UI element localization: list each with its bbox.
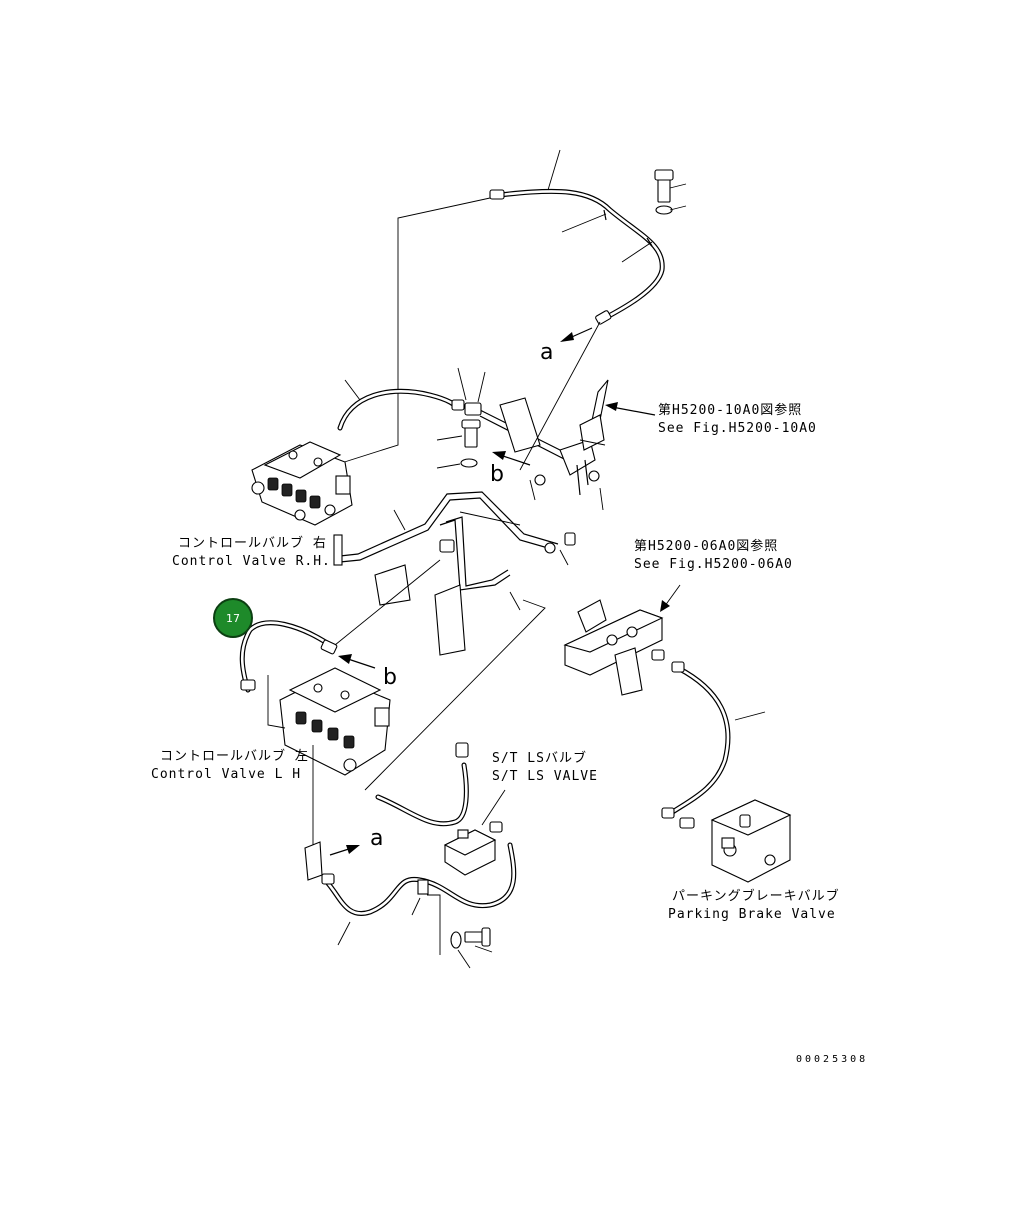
rh-top-hose bbox=[337, 379, 465, 431]
label-control-valve-rh-en: Control Valve R.H. bbox=[172, 554, 331, 569]
marker-b-upper: b bbox=[490, 462, 504, 487]
outline-box-right bbox=[364, 599, 546, 791]
marker-b-lower: b bbox=[383, 665, 397, 690]
lower-hose-assembly bbox=[304, 841, 517, 969]
upper-pipe-assembly bbox=[436, 321, 656, 511]
label-fig-10a0-jp[interactable]: 第H5200-10A0図参照 bbox=[658, 403, 803, 418]
label-fig-10a0-en[interactable]: See Fig.H5200-10A0 bbox=[658, 421, 817, 436]
hose-17 bbox=[239, 559, 441, 693]
leader-rh-hose bbox=[334, 197, 491, 466]
label-st-ls-valve-en: S/T LS VALVE bbox=[492, 769, 598, 784]
right-valve-block bbox=[563, 584, 681, 696]
control-valve-rh bbox=[251, 441, 353, 526]
parking-brake-valve bbox=[710, 799, 792, 883]
upper-long-hose bbox=[489, 149, 687, 342]
marker-a-lower: a bbox=[370, 826, 384, 851]
st-ls-valve-assembly bbox=[375, 742, 506, 876]
callout-17[interactable]: 17 bbox=[213, 598, 253, 638]
middle-pipe-manifold bbox=[333, 491, 576, 656]
label-control-valve-lh-en: Control Valve L H bbox=[151, 767, 302, 782]
label-st-ls-valve-jp: S/T LSバルブ bbox=[492, 751, 587, 766]
label-parking-brake-en: Parking Brake Valve bbox=[668, 907, 836, 922]
parking-brake-hose bbox=[661, 661, 766, 829]
label-control-valve-rh-jp: コントロールバルブ 右 bbox=[178, 536, 327, 551]
label-fig-06a0-en[interactable]: See Fig.H5200-06A0 bbox=[634, 557, 793, 572]
drawing-code: 00025308 bbox=[796, 1054, 869, 1065]
label-fig-06a0-jp[interactable]: 第H5200-06A0図参照 bbox=[634, 539, 779, 554]
control-valve-lh bbox=[267, 667, 391, 776]
marker-a-top: a bbox=[540, 340, 554, 365]
label-control-valve-lh-jp: コントロールバルブ 左 bbox=[160, 749, 309, 764]
label-parking-brake-jp: パーキングブレーキバルブ bbox=[672, 889, 840, 904]
